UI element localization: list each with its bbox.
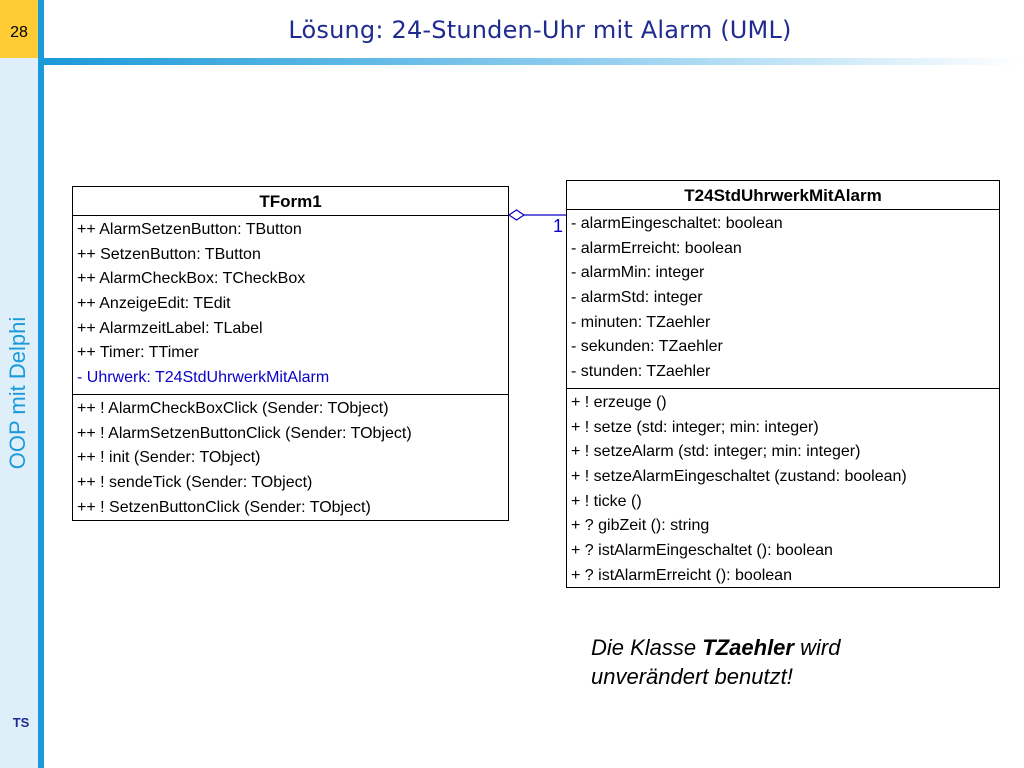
attribute-line: - minuten: TZaehler: [571, 313, 711, 331]
attribute-line: - alarmMin: integer: [571, 264, 705, 282]
method-line: ++ ! sendeTick (Sender: TObject): [77, 473, 313, 491]
aggregation-diamond: [507, 209, 526, 221]
class-name: T24StdUhrwerkMitAlarm: [567, 181, 999, 210]
slide-title: Lösung: 24-Stunden-Uhr mit Alarm (UML): [288, 16, 792, 44]
sidebar: [0, 0, 38, 768]
attribute-line: ++ AnzeigeEdit: TEdit: [77, 295, 231, 313]
slide-number-box: 28: [0, 0, 38, 58]
attribute-line: - sekunden: TZaehler: [571, 338, 723, 356]
attributes-section: ++ AlarmSetzenButton: TButton ++ SetzenBu…: [73, 216, 508, 395]
method-line: + ! setzeAlarm (std: integer; min: integ…: [571, 443, 861, 461]
methods-section: + ! erzeuge () + ! setze (std: integer; m…: [567, 389, 999, 592]
attribute-line: ++ Timer: TTimer: [77, 344, 199, 362]
method-line: ++ ! SetzenButtonClick (Sender: TObject): [77, 498, 371, 516]
method-line: ++ ! AlarmCheckBoxClick (Sender: TObject…: [77, 399, 389, 417]
method-line: + ! setzeAlarmEingeschaltet (zustand: bo…: [571, 467, 907, 485]
method-line: + ! erzeuge (): [571, 393, 667, 411]
attribute-line: - Uhrwerk: T24StdUhrwerkMitAlarm: [77, 369, 330, 387]
method-line: ++ ! AlarmSetzenButtonClick (Sender: TOb…: [77, 424, 412, 442]
method-line: + ? istAlarmEingeschaltet (): boolean: [571, 541, 833, 559]
attribute-line: ++ AlarmCheckBox: TCheckBox: [77, 270, 306, 288]
multiplicity-label: 1: [553, 216, 564, 236]
method-line: + ! ticke (): [571, 492, 642, 510]
attribute-line: ++ AlarmzeitLabel: TLabel: [77, 319, 263, 337]
attribute-line: - stunden: TZaehler: [571, 363, 711, 381]
attribute-line: ++ AlarmSetzenButton: TButton: [77, 221, 302, 238]
note-class-name: TZaehler: [702, 635, 794, 660]
attribute-line: ++ SetzenButton: TButton: [77, 245, 261, 263]
note-text: Die Klasse TZaehler wird unverändert ben…: [591, 633, 911, 691]
author-initials: TS: [12, 715, 30, 730]
method-line: + ? istAlarmErreicht (): boolean: [571, 566, 792, 584]
attribute-line: - alarmEingeschaltet: boolean: [571, 215, 783, 232]
sidebar-accent-bar: [38, 0, 44, 768]
attribute-line: - alarmStd: integer: [571, 289, 703, 307]
note-prefix: Die Klasse: [591, 635, 703, 660]
class-tform1: TForm1 ++ AlarmSetzenButton: TButton ++ S…: [72, 186, 509, 521]
note-suffix: wird unverändert benutzt!: [591, 635, 841, 689]
attributes-section: - alarmEingeschaltet: boolean - alarmErre…: [567, 210, 999, 389]
method-line: ++ ! init (Sender: TObject): [77, 449, 261, 467]
title-underline-bar: [38, 58, 1024, 65]
attribute-line: - alarmErreicht: boolean: [571, 239, 742, 257]
slide-number: 28: [10, 24, 28, 41]
method-line: + ! setze (std: integer; min: integer): [571, 418, 819, 436]
methods-section: ++ ! AlarmCheckBoxClick (Sender: TObject…: [73, 395, 508, 523]
method-line: + ? gibZeit (): string: [571, 517, 710, 535]
class-t24stduhrwerkmitalarm: T24StdUhrwerkMitAlarm - alarmEingeschalt…: [566, 180, 1000, 588]
class-name: TForm1: [73, 187, 508, 216]
